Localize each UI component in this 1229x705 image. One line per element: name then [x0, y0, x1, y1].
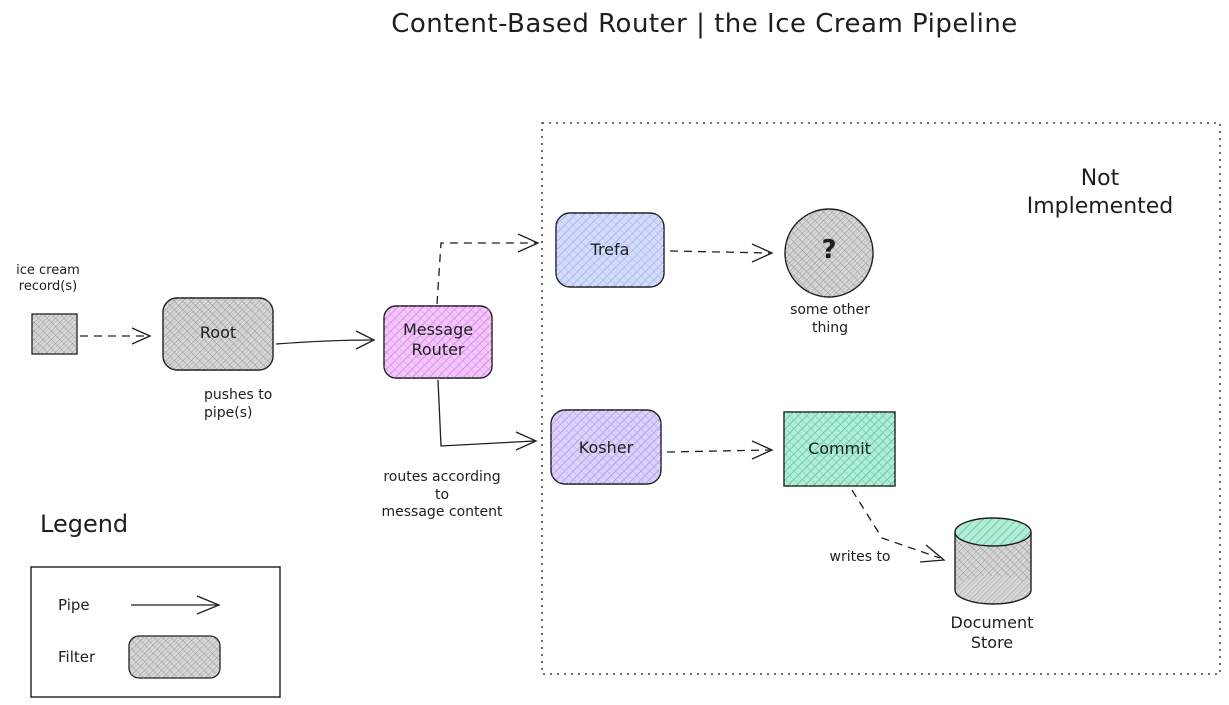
not-implemented-region [541, 122, 1221, 675]
root-label: Root [199, 323, 237, 342]
trefa-label: Trefa [590, 240, 630, 259]
edge-trefa-to-unknown [669, 243, 774, 263]
legend-title: Legend [40, 510, 129, 538]
input-record-square [31, 313, 78, 355]
commit-label: Commit [808, 439, 871, 458]
not-implemented-label: Not Implemented [1026, 166, 1174, 219]
legend-filter-swatch [128, 635, 221, 679]
commit-filter [783, 411, 896, 487]
edge-input-to-root [80, 327, 152, 345]
document-store-label: Document Store [950, 613, 1034, 652]
unknown-thing-circle [784, 208, 874, 298]
trefa-filter [555, 212, 665, 288]
pushes-to-pipes-label: pushes to pipe(s) [204, 387, 273, 421]
kosher-label: Kosher [578, 438, 634, 457]
writes-to-label: writes to [829, 549, 891, 565]
legend-filter-label: Filter [58, 648, 96, 666]
root-filter [162, 297, 274, 371]
input-record-label: ice cream record(s) [16, 263, 80, 295]
routes-according-label: routes according to message content [381, 469, 503, 520]
legend-pipe-label: Pipe [58, 596, 90, 614]
edge-kosher-to-commit [666, 440, 774, 460]
edge-root-to-router [275, 330, 376, 350]
edge-router-to-trefa [436, 233, 540, 305]
page-title: Content-Based Router | the Ice Cream Pip… [391, 9, 1018, 39]
legend-box [30, 566, 281, 698]
edge-router-to-kosher [437, 379, 538, 451]
legend-pipe-arrow [131, 595, 221, 615]
edge-commit-to-store [851, 489, 946, 563]
message-router-filter [383, 305, 493, 379]
document-store-cylinder [954, 517, 1032, 605]
kosher-filter [550, 409, 662, 485]
unknown-caption: some other thing [790, 302, 870, 336]
message-router-label: Message Router [402, 320, 474, 359]
unknown-question-mark: ? [821, 235, 837, 265]
